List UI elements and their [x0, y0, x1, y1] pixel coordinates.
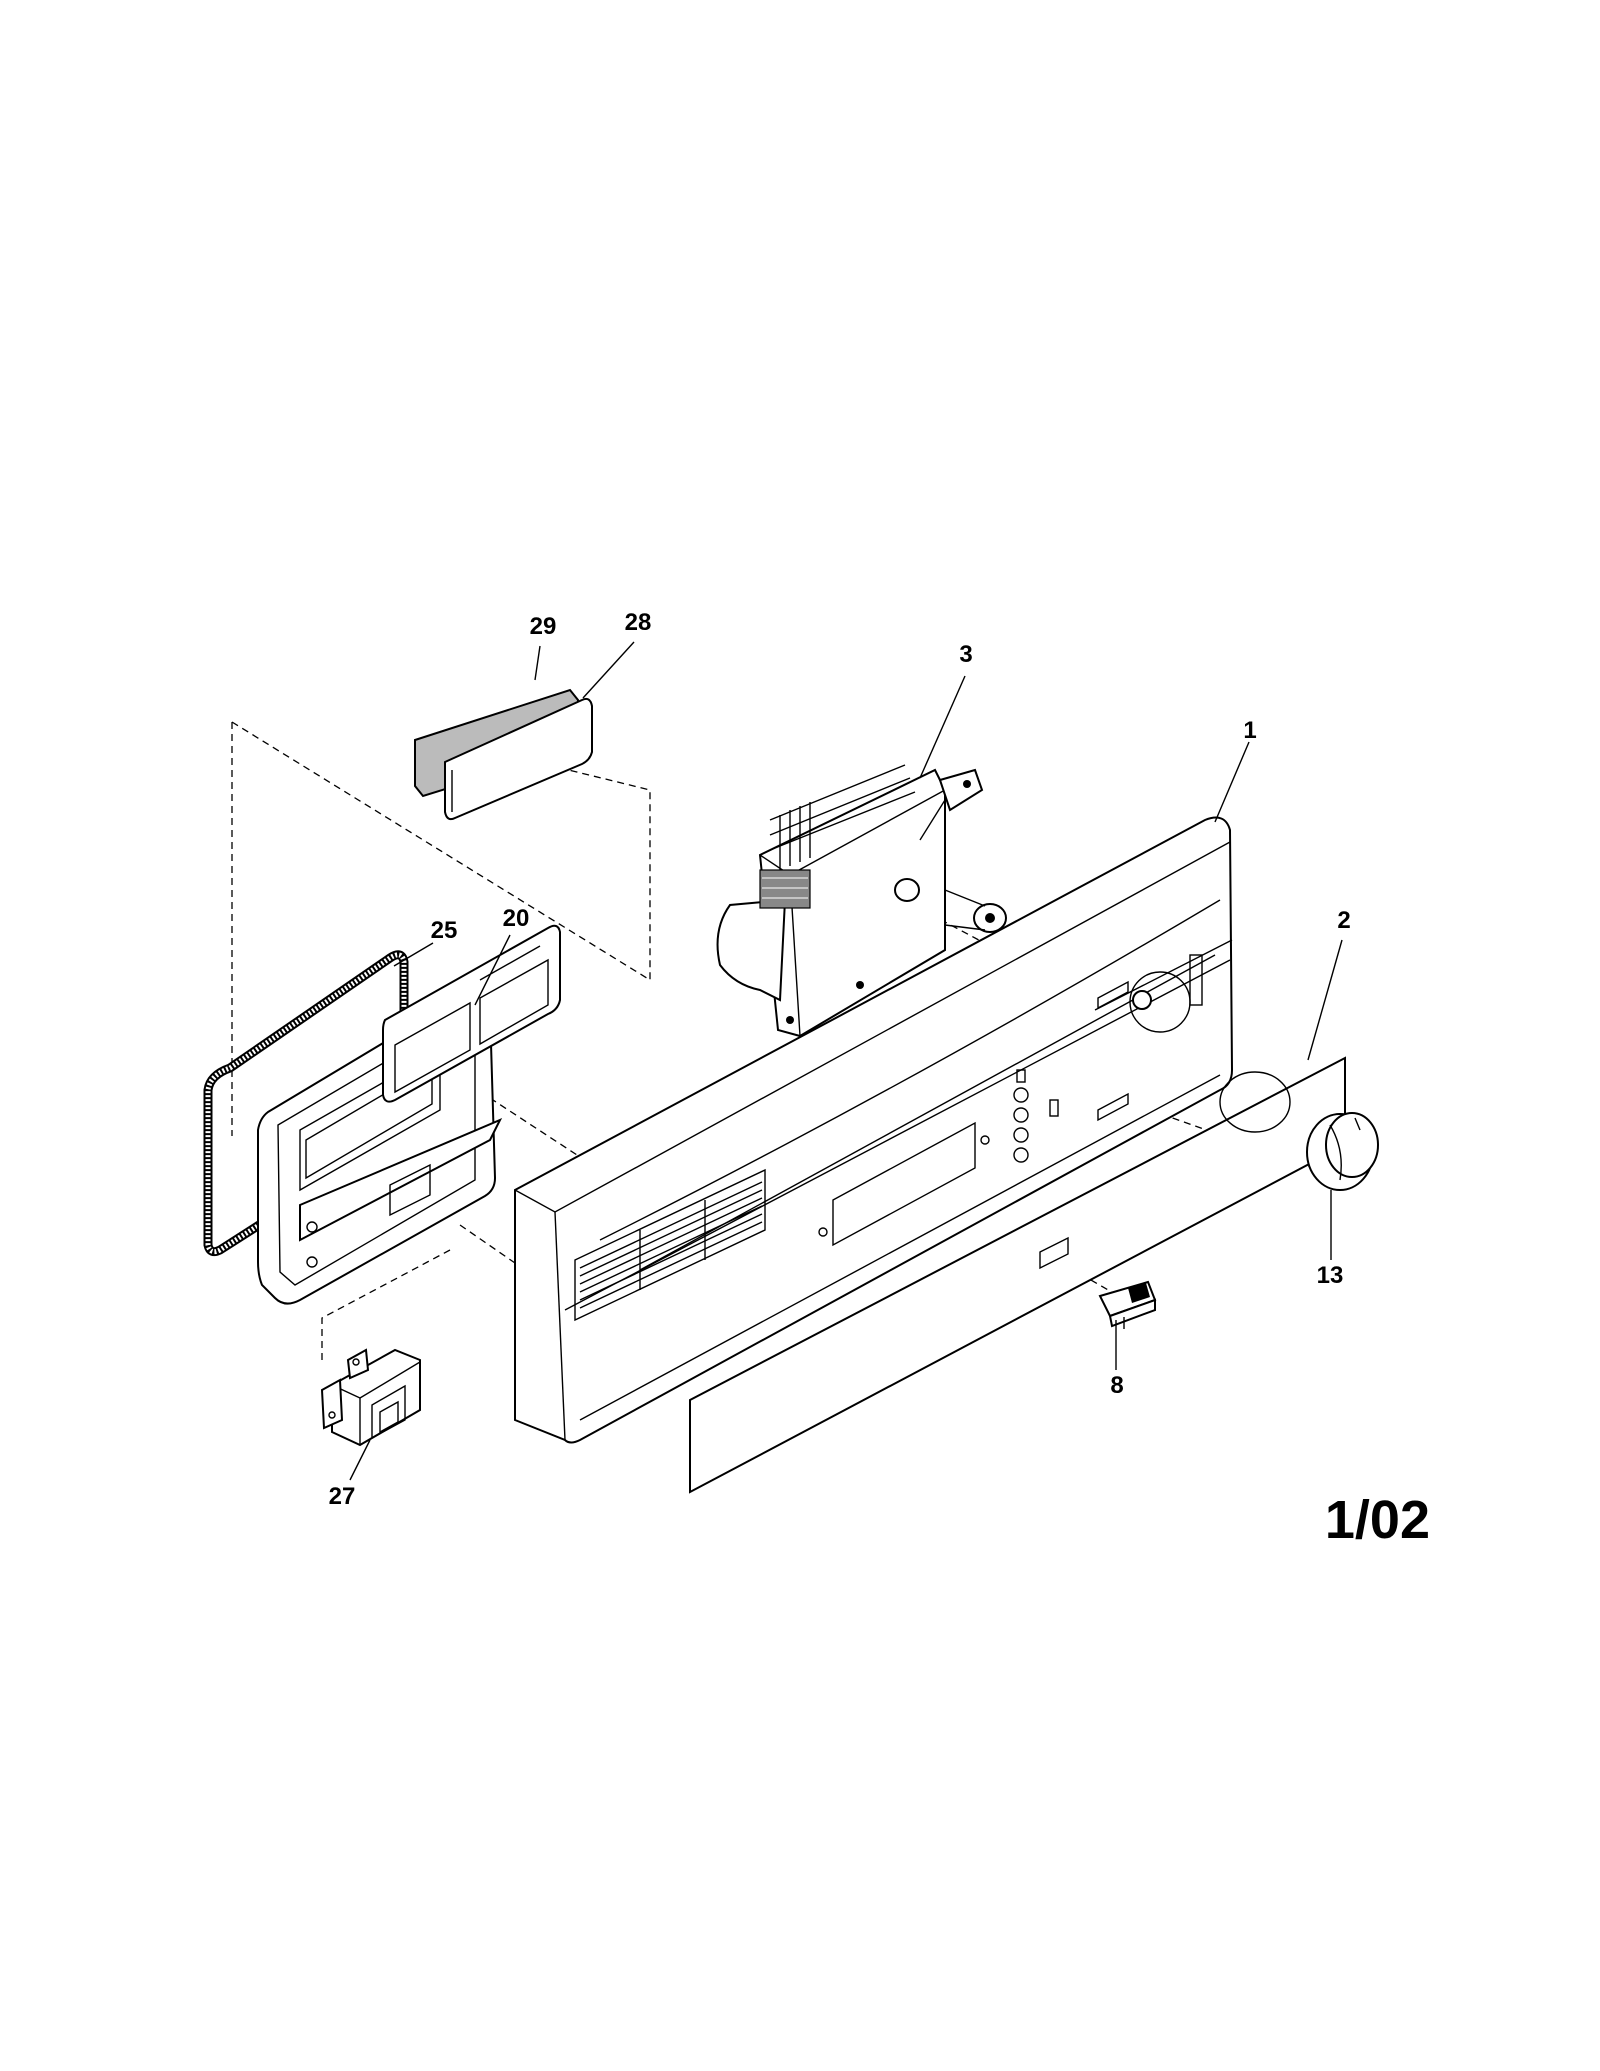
part-8-switch [1098, 1280, 1157, 1332]
leader-lines [349, 641, 1343, 1481]
label-part-3: 3 [959, 641, 972, 668]
label-part-27: 27 [329, 1483, 356, 1510]
label-part-1: 1 [1243, 717, 1256, 744]
part-27-connector [320, 1348, 421, 1447]
part-20-display-housing [257, 924, 561, 1305]
part-13-knob [1306, 1112, 1379, 1191]
label-part-13: 13 [1317, 1262, 1344, 1289]
part-1-console-panel [514, 816, 1234, 1444]
part-labels: 29 28 3 1 2 25 20 13 8 27 [329, 609, 1351, 1510]
part-28-lens-cover [444, 697, 593, 821]
label-part-25: 25 [431, 917, 458, 944]
label-part-20: 20 [503, 905, 530, 932]
part-3-timer-assembly [716, 764, 1007, 1038]
label-part-29: 29 [530, 613, 557, 640]
page-code: 1/02 [1325, 1490, 1430, 1550]
label-part-8: 8 [1110, 1372, 1123, 1399]
label-part-2: 2 [1337, 907, 1350, 934]
label-part-28: 28 [625, 609, 652, 636]
